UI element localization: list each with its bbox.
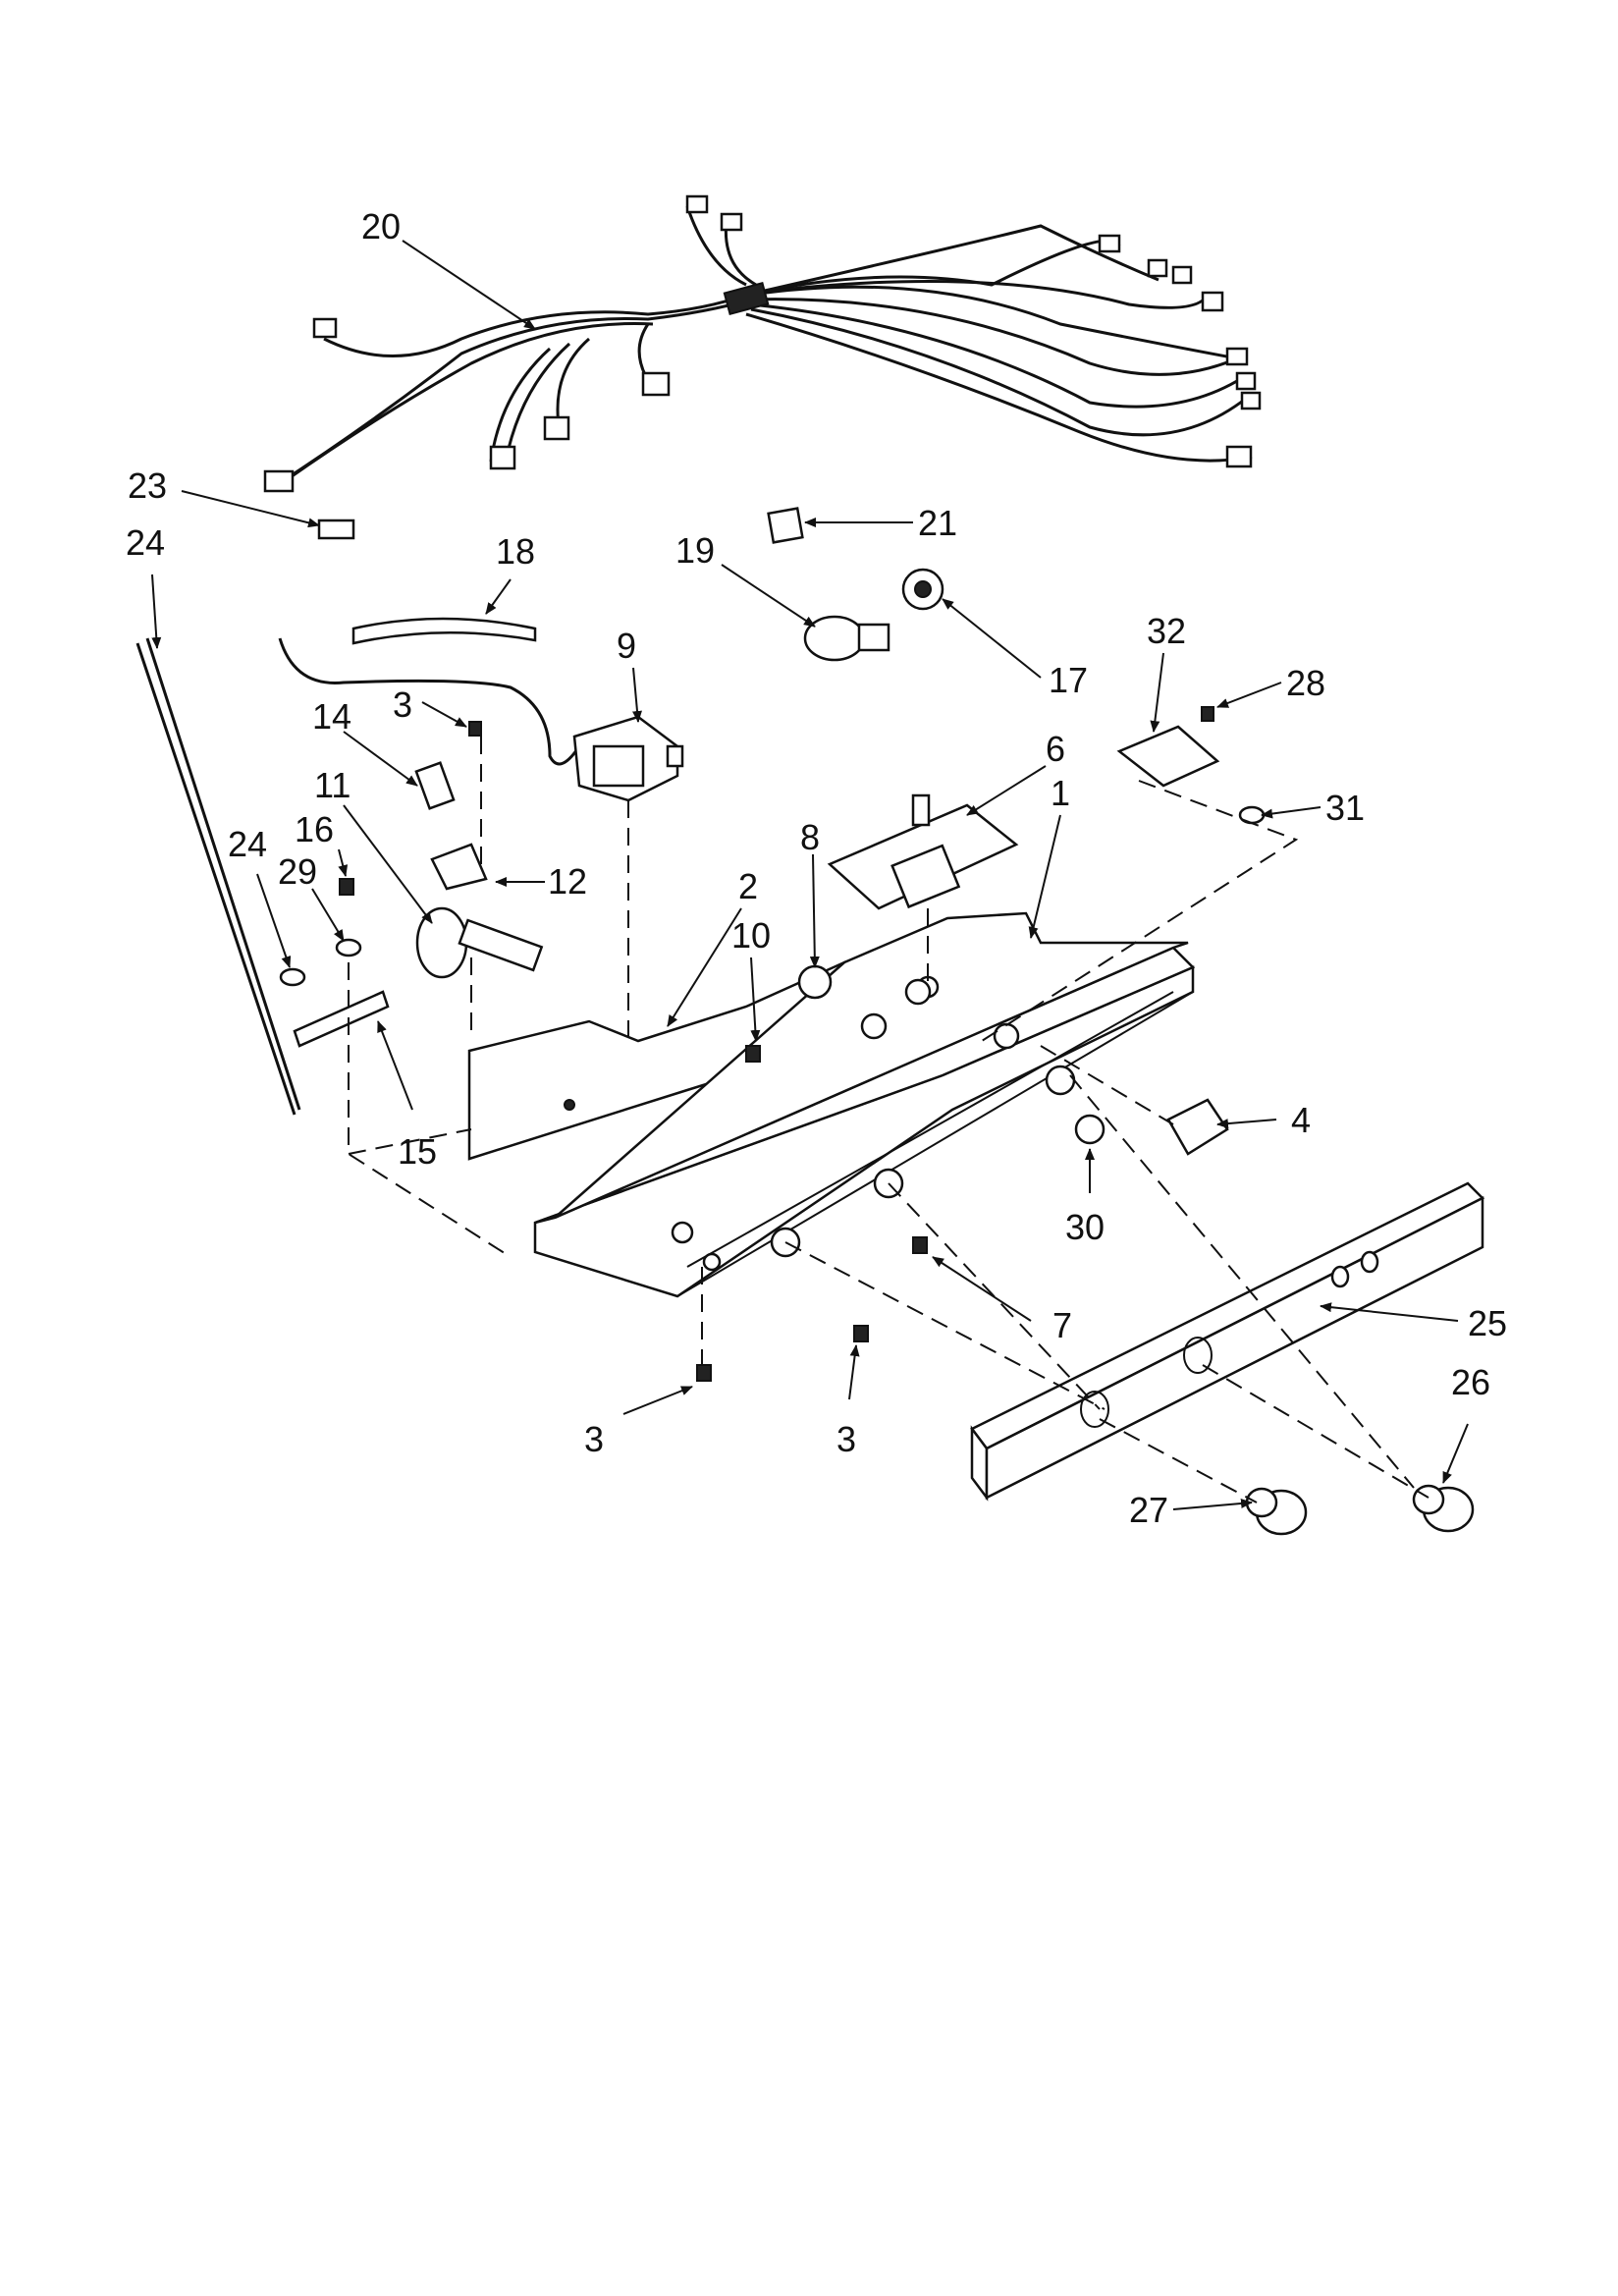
- label-8: 8: [800, 817, 820, 857]
- label-19: 19: [675, 530, 715, 571]
- label-6: 6: [1046, 729, 1065, 769]
- rod-part: [135, 637, 301, 1116]
- label-25: 25: [1468, 1303, 1507, 1343]
- label-9: 9: [617, 626, 636, 666]
- label-3-left: 3: [584, 1419, 604, 1459]
- callout-labels: 20 23 24 18 19 21 17 9 3 14 11 12 16 24 …: [126, 206, 1507, 1530]
- label-10: 10: [731, 915, 771, 956]
- circuit-board: [827, 793, 1019, 910]
- label-1: 1: [1051, 773, 1070, 813]
- label-27: 27: [1129, 1490, 1168, 1530]
- label-4: 4: [1291, 1100, 1311, 1140]
- label-32: 32: [1147, 611, 1186, 651]
- label-26: 26: [1451, 1362, 1490, 1402]
- label-30: 30: [1065, 1207, 1105, 1247]
- label-3-top: 3: [393, 684, 412, 725]
- control-panel: [970, 1181, 1485, 1502]
- label-31: 31: [1325, 788, 1365, 828]
- control-knob-assembly: [415, 906, 544, 979]
- label-24: 24: [228, 824, 267, 864]
- label-2: 2: [738, 866, 758, 906]
- label-16: 16: [295, 809, 334, 849]
- control-housing: [467, 911, 1196, 1298]
- label-3-right: 3: [836, 1419, 856, 1459]
- label-14: 14: [312, 696, 351, 737]
- label-22: 23: [128, 465, 167, 506]
- label-15: 15: [398, 1131, 437, 1172]
- label-7: 7: [1052, 1305, 1072, 1345]
- leader-arrows: [151, 240, 1469, 1510]
- light-socket: [901, 568, 944, 611]
- label-28: 28: [1286, 663, 1325, 703]
- label-11: 11: [314, 765, 351, 805]
- label-12: 12: [548, 861, 587, 902]
- label-21: 21: [918, 503, 957, 543]
- sensor-board: [1116, 725, 1220, 788]
- label-17: 17: [1049, 660, 1088, 700]
- tube-part: [351, 617, 537, 645]
- knob-26: [1412, 1484, 1475, 1533]
- label-23: 24: [126, 522, 165, 563]
- screw-part: [468, 721, 482, 737]
- label-18: 18: [496, 531, 535, 572]
- knob-27: [1245, 1487, 1308, 1536]
- label-20: 20: [361, 206, 401, 246]
- wire-harness: [263, 194, 1262, 493]
- light-bulb: [803, 615, 890, 662]
- clip-part: [317, 519, 355, 540]
- thermostat: [572, 715, 684, 802]
- switch-4: [1166, 1098, 1229, 1156]
- grommet-part: [797, 964, 833, 1000]
- label-29: 29: [278, 851, 317, 892]
- switch-part: [767, 507, 804, 544]
